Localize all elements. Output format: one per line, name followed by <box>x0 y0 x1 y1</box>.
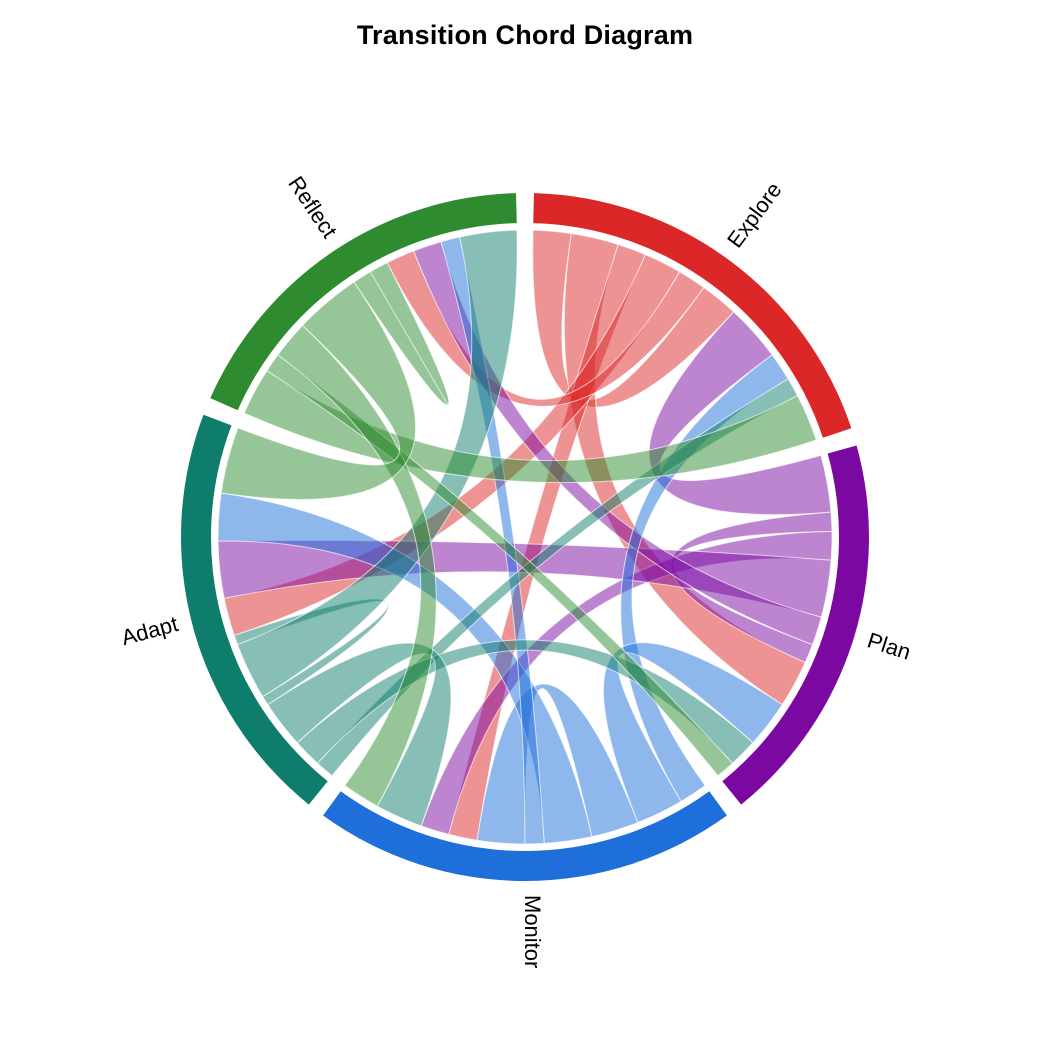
ribbon-plan-to-reflect <box>413 241 822 646</box>
ribbon-monitor-to-explore <box>620 354 789 803</box>
ribbons-layer <box>217 229 833 845</box>
label-monitor: Monitor <box>520 895 545 968</box>
chart-title: Transition Chord Diagram <box>356 20 694 50</box>
arc-reflect <box>210 193 517 411</box>
label-adapt: Adapt <box>119 611 181 650</box>
ribbon-reflect-to-monitor <box>277 324 437 807</box>
arc-explore <box>533 193 852 438</box>
arc-plan <box>722 445 869 805</box>
ribbon-reflect-to-reflect <box>353 261 450 406</box>
label-plan: Plan <box>864 628 914 665</box>
label-explore: Explore <box>722 178 786 253</box>
arc-adapt <box>181 414 328 805</box>
arc-monitor <box>323 791 727 881</box>
ribbon-reflect-to-adapt <box>220 281 417 500</box>
ribbon-monitor-to-reflect <box>440 236 545 845</box>
arcs-layer <box>181 193 869 881</box>
label-reflect: Reflect <box>283 172 342 243</box>
